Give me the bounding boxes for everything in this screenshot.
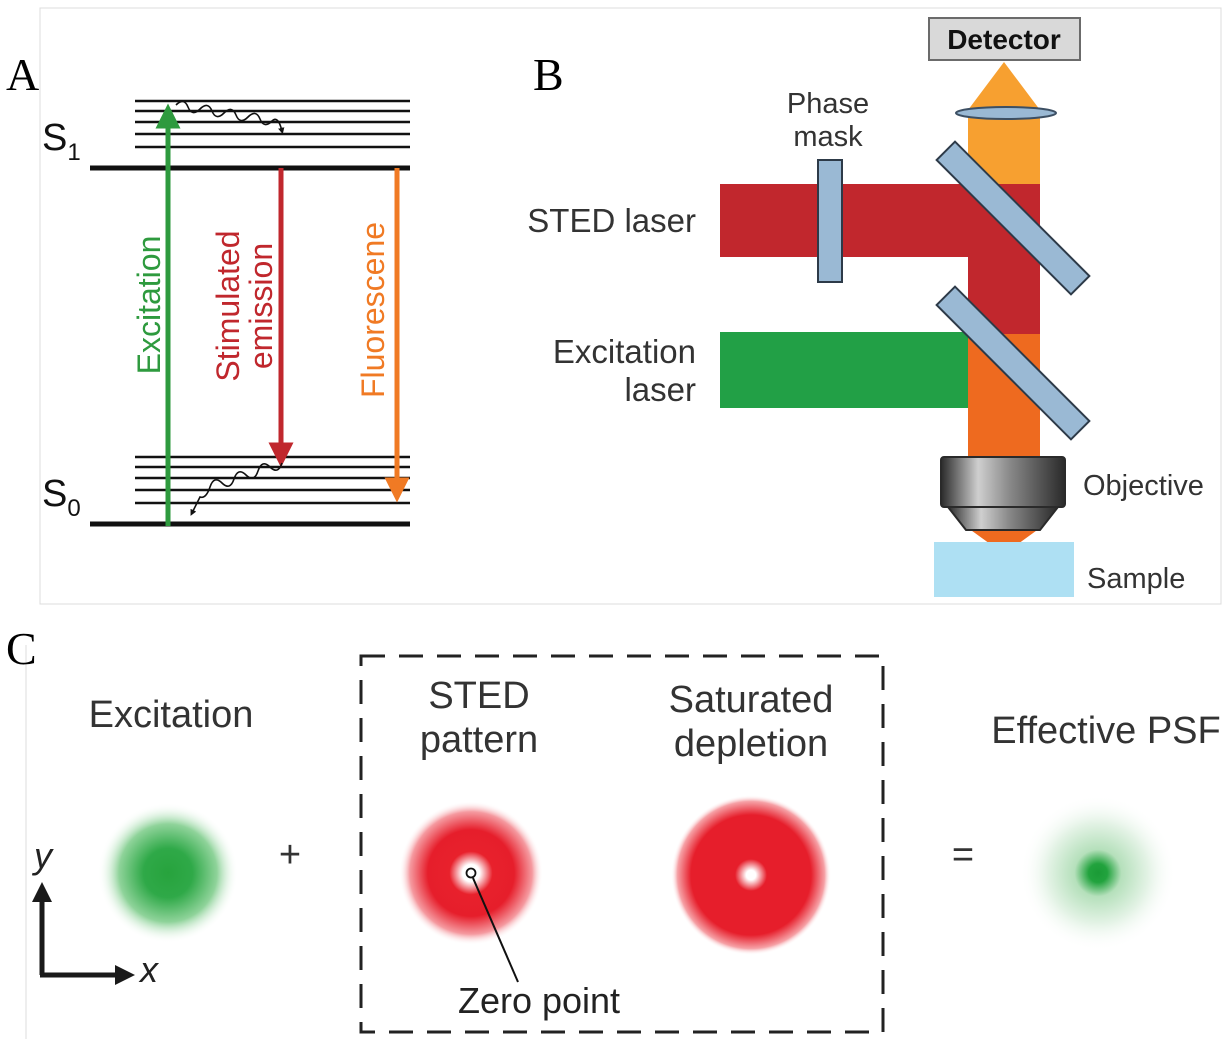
zero-point-leader xyxy=(472,877,519,983)
fluorescence-label: Fluorescene xyxy=(355,222,391,398)
x-axis-label: x xyxy=(138,949,160,990)
zero-point-marker xyxy=(465,867,477,879)
sted-pattern-title-line1: STED xyxy=(428,675,529,717)
excitation-laser-label-line2: laser xyxy=(624,371,696,408)
stimulated-label-line2: emission xyxy=(243,243,279,369)
excitation-label: Excitation xyxy=(131,236,167,375)
phase-mask-label-line2: mask xyxy=(793,121,863,153)
emission-beam-tip xyxy=(968,62,1040,110)
dichroic-mirror-bottom xyxy=(935,285,1091,441)
sample-label: Sample xyxy=(1087,563,1185,595)
dichroic-mirror-top xyxy=(935,140,1091,296)
stimulated-label-line1: Stimulated xyxy=(210,230,246,381)
panel-label-c: C xyxy=(6,623,37,674)
saturated-donut xyxy=(671,795,831,955)
detector-label: Detector xyxy=(947,24,1061,55)
depletion-dashed-box xyxy=(359,654,885,1034)
panel-label-b: B xyxy=(533,49,564,100)
excitation-psf-title: Excitation xyxy=(89,694,254,736)
saturated-title-line1: Saturated xyxy=(669,679,834,721)
effective-psf-title: Effective PSF xyxy=(991,710,1221,752)
saturated-title-line2: depletion xyxy=(674,723,828,765)
relaxation-wave-s1 xyxy=(175,100,285,135)
phase-mask xyxy=(817,159,843,283)
effective-psf-spot xyxy=(1020,795,1176,951)
psf-comparison: Excitation STED pattern Saturated deplet… xyxy=(31,654,1221,1034)
s1-label: S1 xyxy=(42,117,81,166)
detector-box xyxy=(928,17,1081,61)
objective-body xyxy=(940,456,1066,508)
relaxation-wave-s0 xyxy=(190,462,283,516)
s0-label: S0 xyxy=(42,473,81,522)
excitation-spot xyxy=(98,803,238,943)
sted-laser-label: STED laser xyxy=(527,202,696,239)
equals-sign: = xyxy=(952,834,974,876)
detector-lens xyxy=(955,106,1057,120)
sted-pattern-title-line2: pattern xyxy=(420,719,538,761)
panel-label-a: A xyxy=(6,49,39,100)
focus-cone xyxy=(968,528,1040,554)
objective-tip xyxy=(945,506,1061,531)
excitation-beam xyxy=(720,332,968,408)
y-axis-label: y xyxy=(31,835,54,876)
sample-slide xyxy=(934,542,1074,597)
plus-sign: + xyxy=(279,834,301,876)
zero-point-label: Zero point xyxy=(458,980,620,1021)
excitation-laser-label-line1: Excitation xyxy=(553,333,696,370)
panel-ab-frame xyxy=(39,7,1222,605)
objective-label: Objective xyxy=(1083,470,1204,502)
phase-mask-label-line1: Phase xyxy=(787,88,869,120)
energy-level-diagram: S1 S0 Excitation Stimulated emission Flu… xyxy=(42,99,410,527)
sted-setup-diagram: Detector Phase mask STED laser Excitatio… xyxy=(527,17,1204,597)
